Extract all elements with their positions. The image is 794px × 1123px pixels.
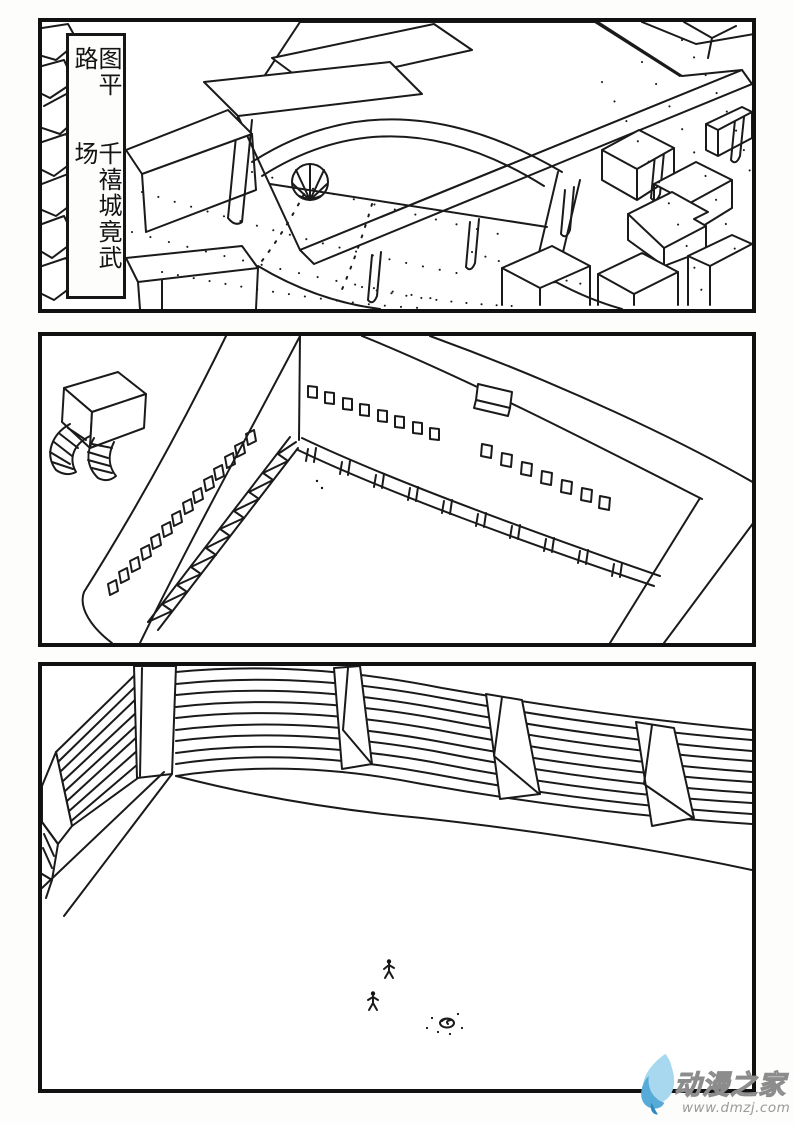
watermark-site-name: 动漫之家 [674, 1070, 789, 1101]
panel-2 [38, 332, 756, 647]
arena-walls [42, 771, 752, 917]
fan-window [291, 163, 329, 201]
wall-sign [473, 383, 513, 417]
caption-line-2: 千禧城竟武场 [70, 141, 122, 272]
location-caption-box: 图平路 千禧城竟武场 [66, 33, 126, 299]
arena-corner-edge [298, 336, 301, 441]
panel-3-art [42, 666, 752, 1036]
panel-1-art [42, 22, 752, 309]
crowd-dots [131, 171, 583, 309]
street-roofs [641, 22, 752, 59]
street-dots [601, 39, 751, 293]
arch-inner [261, 135, 545, 187]
portal-roof [203, 61, 423, 117]
vent-box [49, 371, 147, 482]
figure-1 [383, 959, 395, 979]
arch-outer [251, 118, 563, 173]
panel-2-art [49, 336, 752, 643]
flex-tubes [49, 423, 117, 482]
city-blocks [501, 106, 752, 306]
right-wall-band [609, 497, 752, 643]
floor-object [425, 1012, 464, 1036]
entrance-floor-line [269, 183, 548, 228]
watermark: 动漫之家 www.dmzj.com [598, 1050, 794, 1123]
left-wing [125, 109, 259, 309]
stands-top-edge [175, 667, 752, 731]
left-wall-openings [107, 429, 257, 596]
queue-of-people [257, 193, 373, 295]
floor-specks [315, 479, 324, 490]
back-wall-openings-left [307, 385, 440, 441]
stand-dividers [333, 666, 695, 827]
top-stands [175, 666, 752, 827]
back-wall-openings-right [480, 443, 611, 511]
left-wall [81, 336, 301, 643]
plaza-edge-2 [555, 281, 623, 309]
back-wall [297, 336, 752, 587]
back-railing [297, 437, 661, 587]
panel-3 [38, 662, 756, 1093]
plaza-edge [257, 265, 381, 309]
panel-1: 图平路 千禧城竟武场 [38, 18, 756, 313]
dmzj-logo-drop-icon [641, 1053, 675, 1115]
corner-post [133, 666, 177, 779]
caption-line-1: 图平路 [70, 46, 122, 98]
left-railing [147, 436, 299, 631]
watermark-url: www.dmzj.com [682, 1100, 790, 1116]
figure-2 [367, 991, 379, 1011]
left-stands [42, 669, 141, 899]
